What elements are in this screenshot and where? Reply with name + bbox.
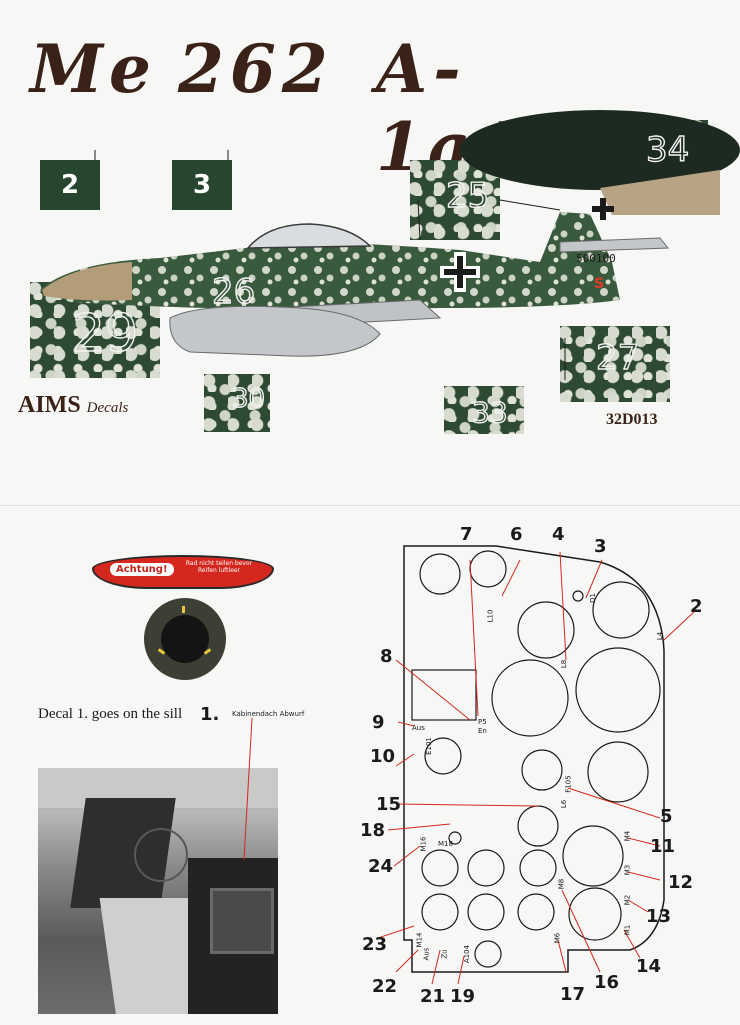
callout-7: 7: [460, 524, 473, 545]
tail-letter: S: [594, 276, 605, 292]
sill-decal-number: 1.: [200, 704, 220, 725]
panel-label: L6: [560, 799, 569, 809]
panel-label: M6: [553, 932, 562, 944]
callout-22: 22: [372, 976, 398, 997]
panel-label: M4: [623, 830, 632, 842]
callout-15: 15: [376, 794, 402, 815]
decal-tile-33: [444, 386, 524, 434]
callout-5: 5: [660, 806, 673, 827]
panel-label: P5: [478, 718, 487, 726]
callout-19: 19: [450, 986, 476, 1007]
panel-label: En: [478, 727, 487, 735]
callout-21: 21: [420, 986, 446, 1007]
panel-label: M1: [623, 924, 632, 936]
panel-label: L8: [560, 659, 569, 669]
title-model: Me: [30, 30, 158, 108]
panel-label: Zu: [440, 949, 449, 959]
callout-17: 17: [560, 984, 586, 1005]
serial-number: 500100: [576, 252, 616, 265]
achtung-label: Achtung!: [110, 563, 174, 576]
brand-sub: Decals: [86, 400, 129, 416]
decal-tile-3: 3: [172, 160, 232, 210]
callout-14: 14: [636, 956, 662, 977]
panel-label: M14: [415, 932, 424, 948]
brand-logo: AIMS Decals: [18, 392, 128, 419]
callout-6: 6: [510, 524, 523, 545]
product-code: 32D013: [606, 411, 658, 428]
callout-2: 2: [690, 596, 703, 617]
panel-label: L10: [486, 609, 495, 623]
marking-26: 26: [211, 271, 256, 312]
marking-29: 29: [71, 303, 139, 364]
callout-9: 9: [372, 712, 385, 733]
panel-label: Aus: [422, 947, 431, 961]
panel-label: D1: [588, 593, 597, 603]
marking-27: 27: [595, 337, 640, 378]
marking-30: 30: [231, 383, 266, 414]
title-number: 262: [178, 30, 334, 108]
callout-24: 24: [368, 856, 394, 877]
instrument-face: [161, 615, 209, 663]
panel-label: M3: [623, 864, 632, 876]
panel-label: M2: [623, 894, 632, 906]
sill-decal-label: Kabinendach Abwurf: [232, 710, 305, 718]
callout-11: 11: [650, 836, 676, 857]
instrument-mark: [182, 606, 185, 613]
sill-caption: Decal 1. goes on the sill: [38, 706, 183, 722]
sheet-divider: [0, 505, 740, 506]
marking-34: 34: [645, 129, 690, 170]
panel-label: A104: [463, 944, 472, 964]
decal-tile-2: 2: [40, 160, 100, 210]
panel-label: F105: [564, 775, 573, 793]
callout-13: 13: [646, 906, 672, 927]
achtung-small-text: Rad nicht teilen bevor Reifen luftleer: [185, 560, 253, 574]
callout-8: 8: [380, 646, 393, 667]
panel-label: Aus: [412, 724, 425, 732]
marking-33: 33: [471, 395, 508, 429]
instrument-decal: [144, 598, 226, 680]
callout-18: 18: [360, 820, 386, 841]
cockpit-photo: [38, 768, 278, 1014]
callout-4: 4: [552, 524, 565, 545]
marking-25: 25: [445, 175, 490, 216]
decal-tile-25: [410, 160, 500, 240]
decal-tile-27: [560, 326, 670, 402]
decal-tile-30: [204, 374, 270, 432]
callout-23: 23: [362, 934, 388, 955]
callout-12: 12: [668, 872, 694, 893]
panel-label: M16: [419, 836, 428, 852]
panel-label: M8: [557, 878, 566, 890]
achtung-decal: Achtung! Rad nicht teilen bevor Reifen l…: [92, 555, 274, 591]
callout-10: 10: [370, 746, 396, 767]
panel-label: E101: [424, 737, 433, 755]
callout-16: 16: [594, 972, 620, 993]
panel-label: M18: [438, 840, 453, 848]
callout-3: 3: [594, 536, 607, 557]
photo-panel: [210, 888, 274, 954]
photo-gauge: [134, 828, 188, 882]
brand-name: AIMS: [18, 392, 81, 418]
panel-label: L4: [656, 631, 665, 641]
